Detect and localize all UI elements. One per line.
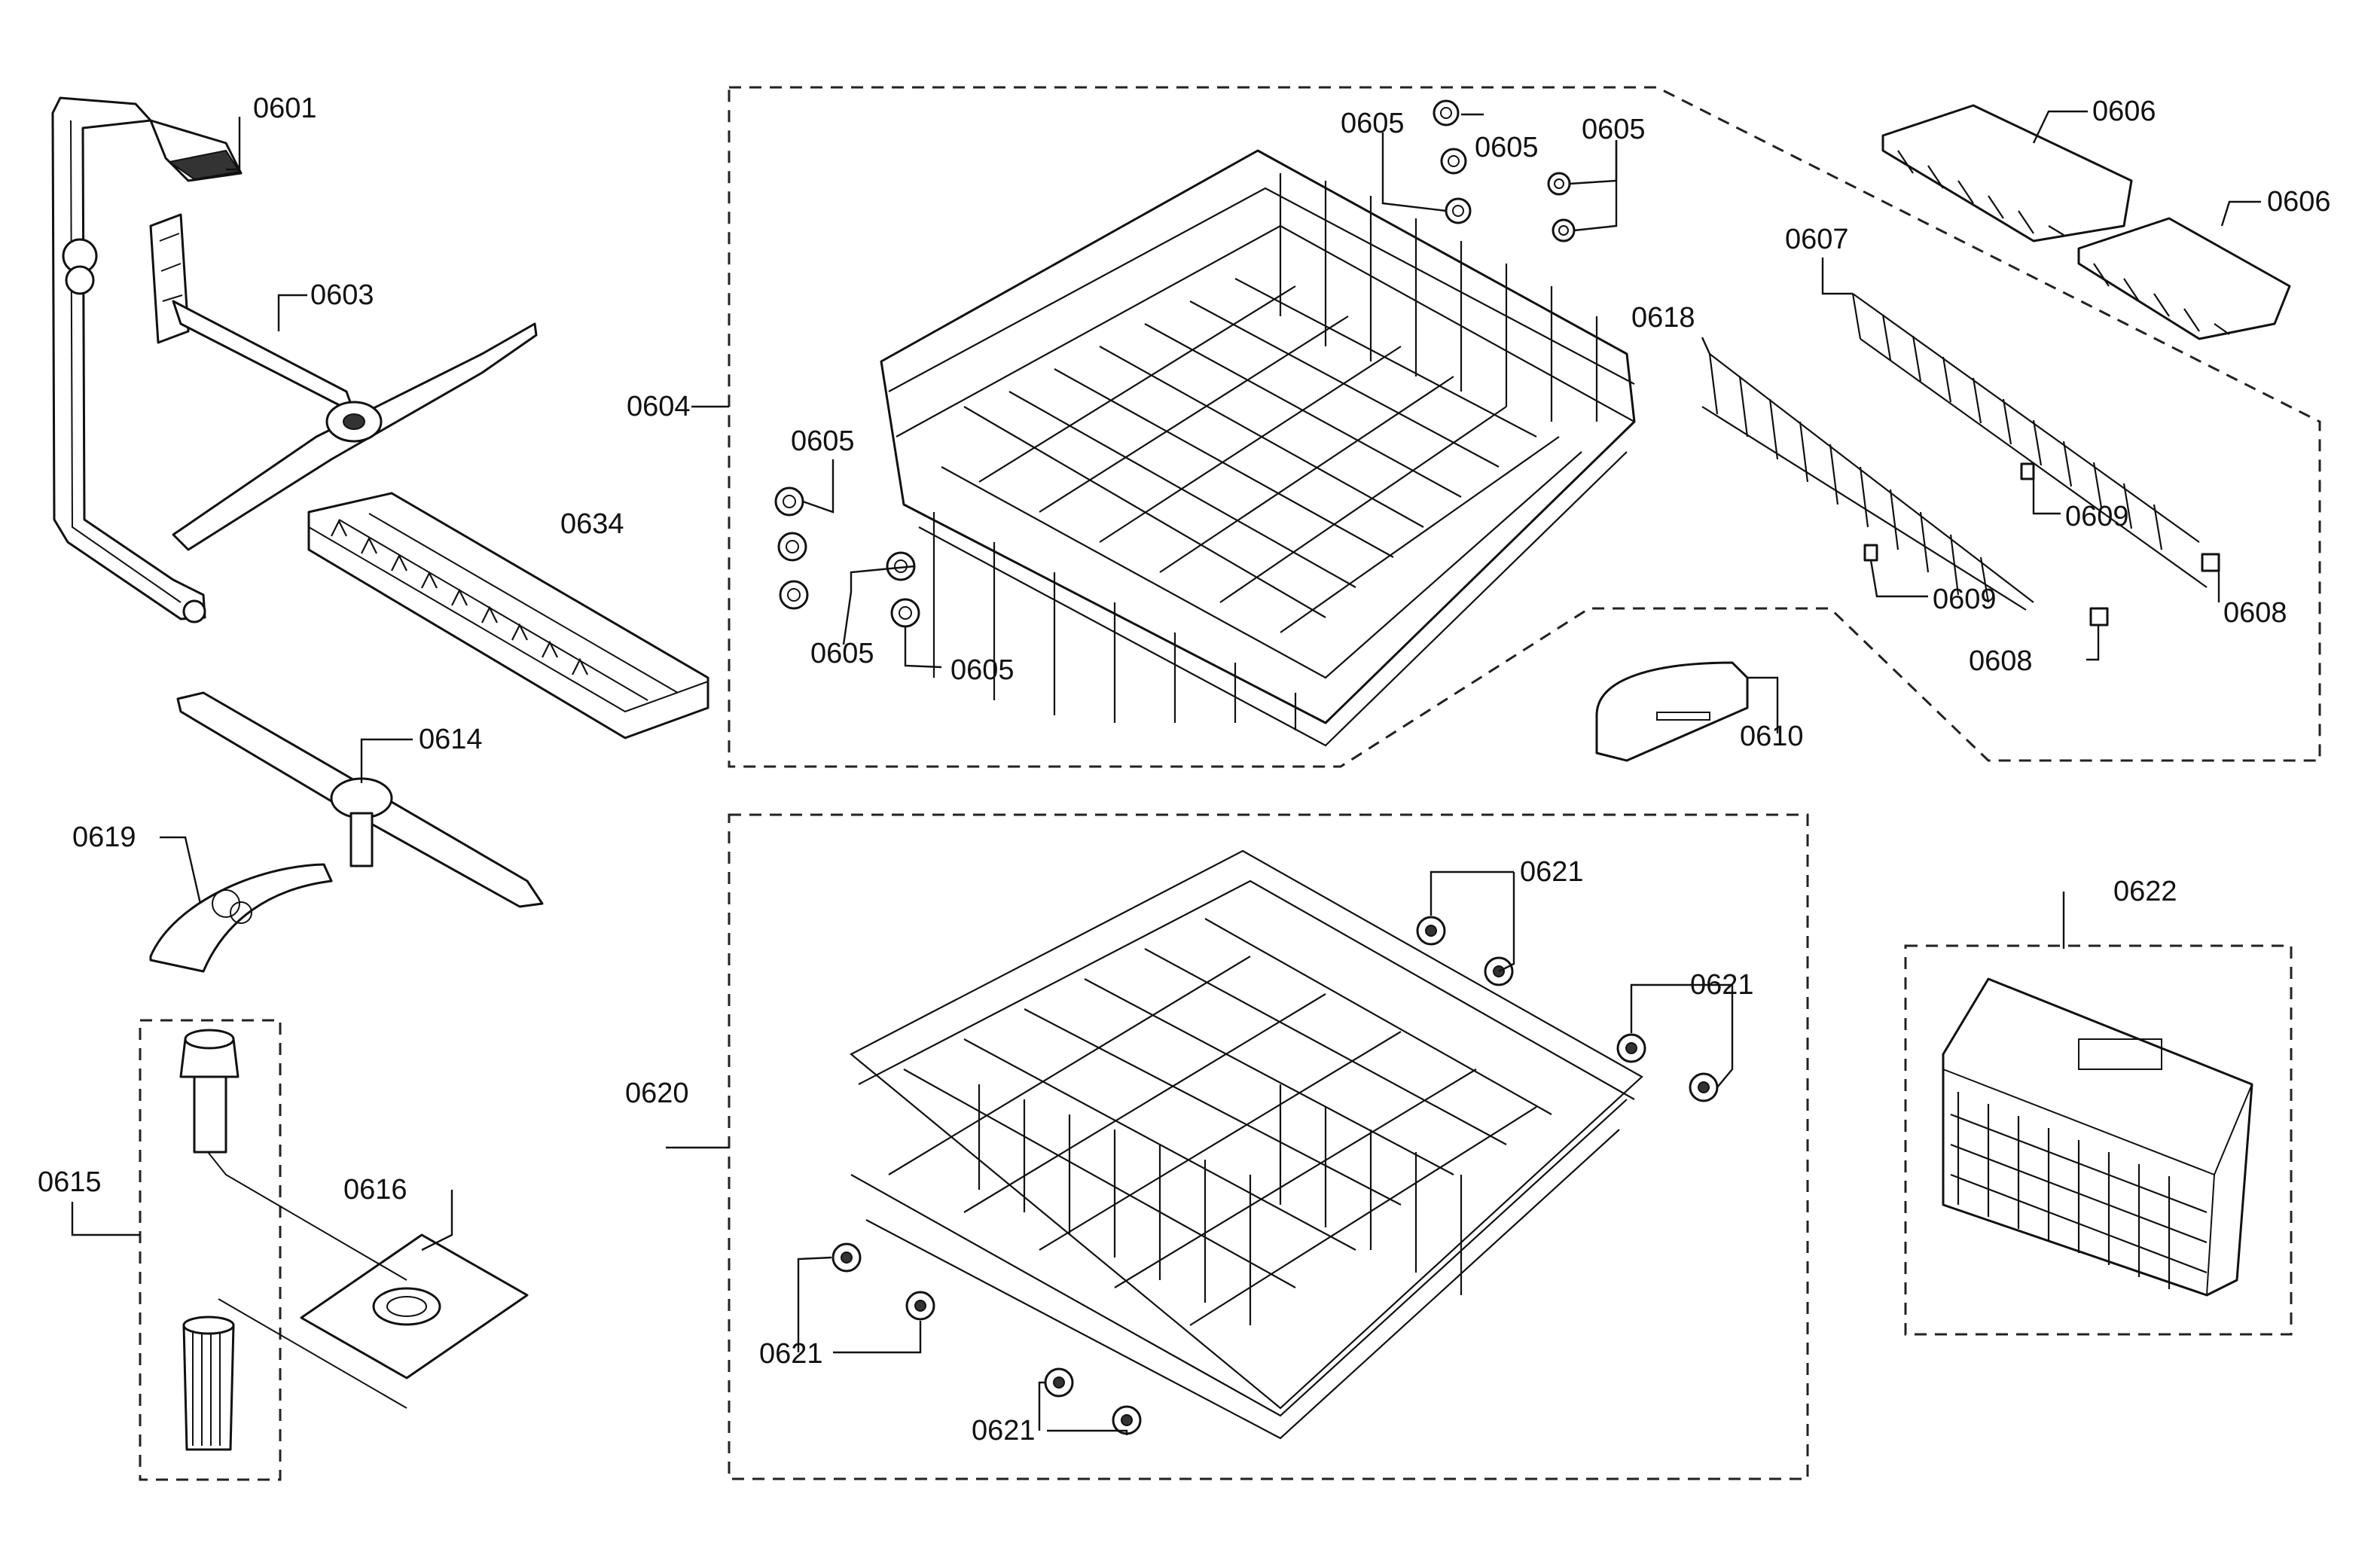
- folding-tines-0607: [1851, 293, 2208, 588]
- upper-rack-0604: [880, 149, 1636, 747]
- tine-holders-0608: [2089, 553, 2220, 626]
- label-0621-c: 0621: [759, 1338, 823, 1370]
- label-0606-a: 0606: [2092, 96, 2156, 127]
- label-0605-f: 0605: [950, 654, 1015, 686]
- label-0605-b: 0605: [1475, 132, 1539, 163]
- cutlery-basket-group-boundary: [1904, 944, 2293, 1336]
- third-level-tray-0634: [307, 492, 709, 739]
- cup-shelf-0606-bottom: [2077, 217, 2291, 340]
- label-0616: 0616: [343, 1174, 407, 1206]
- label-0615: 0615: [38, 1166, 102, 1198]
- label-0605-c: 0605: [1582, 114, 1646, 145]
- filter-group-boundary: [139, 1019, 282, 1481]
- cup-shelf-0606-top: [1881, 104, 2133, 242]
- folding-tines-0618: [1701, 353, 2034, 611]
- part-labels: 0601 0603 0604 0605 0605 0605 0605 0605 …: [38, 93, 2331, 1447]
- cutlery-basket-0622: [1942, 977, 2253, 1297]
- filter-cylinder-0615: [179, 1029, 407, 1281]
- lower-spray-arm-0614: [176, 691, 544, 908]
- label-0608-b: 0608: [1969, 645, 2033, 677]
- tine-clips-0609: [1863, 462, 2035, 562]
- label-0605-a: 0605: [1341, 108, 1405, 139]
- filter-cover-0619: [149, 863, 333, 973]
- label-0619: 0619: [72, 822, 136, 853]
- label-0603: 0603: [310, 279, 374, 311]
- lower-rack-0620: [850, 849, 1643, 1440]
- label-0605-d: 0605: [791, 425, 855, 457]
- upper-rack-group-boundary: [728, 86, 2321, 768]
- label-0614: 0614: [419, 724, 483, 755]
- label-0601: 0601: [253, 93, 317, 124]
- rack-handle-0610: [1595, 661, 1749, 762]
- label-0620: 0620: [625, 1078, 689, 1109]
- label-0609-a: 0609: [2065, 501, 2129, 532]
- label-0610: 0610: [1740, 721, 1804, 752]
- label-0608-a: 0608: [2223, 597, 2287, 629]
- label-0621-d: 0621: [972, 1415, 1036, 1447]
- lower-rack-group-boundary: [728, 813, 1809, 1480]
- micro-filter-0615: [182, 1298, 407, 1451]
- label-0609-b: 0609: [1933, 584, 1997, 615]
- fine-filter-0616: [300, 1233, 529, 1380]
- label-0621-a: 0621: [1520, 856, 1584, 888]
- leader-lines: [71, 110, 2261, 1435]
- label-0621-b: 0621: [1690, 969, 1754, 1001]
- label-0618: 0618: [1631, 302, 1695, 334]
- label-0607: 0607: [1785, 224, 1849, 255]
- label-0605-e: 0605: [810, 638, 874, 669]
- lower-rack-rollers-0621: [831, 916, 1719, 1435]
- label-0606-b: 0606: [2267, 186, 2331, 218]
- spray-pipe-0601: [51, 96, 243, 623]
- label-0622: 0622: [2113, 876, 2177, 907]
- label-0604: 0604: [627, 391, 691, 422]
- label-0634: 0634: [560, 508, 624, 540]
- upper-spray-arm-0603: [149, 213, 538, 551]
